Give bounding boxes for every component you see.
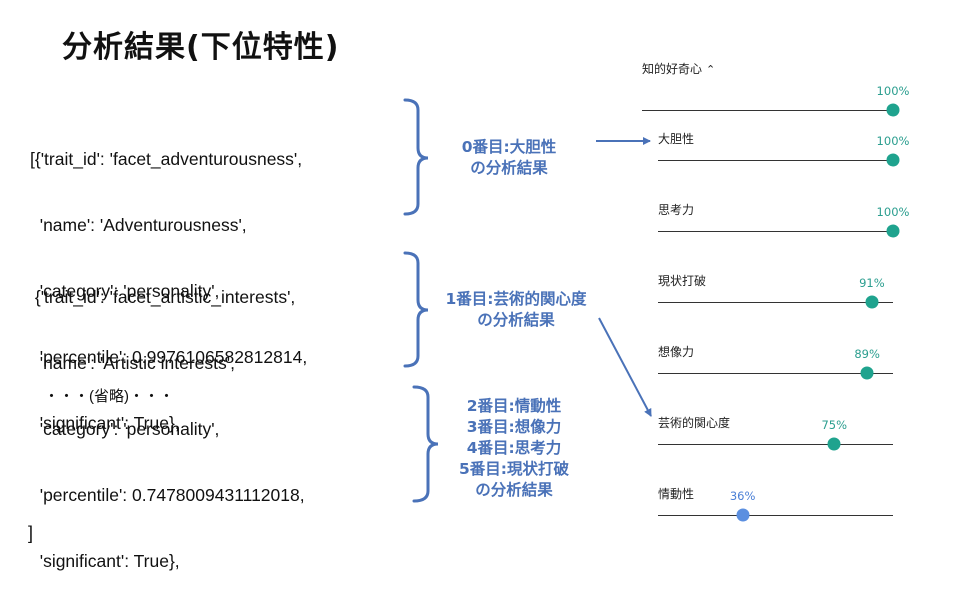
code-line: 'percentile': 0.9976106582812814, — [30, 347, 308, 367]
trait-track — [658, 444, 893, 445]
code-line: 'name': 'Adventurousness', — [30, 215, 247, 235]
annotation-line: 4番目:思考力 — [466, 439, 562, 457]
code-line: 'significant': True}, — [30, 413, 180, 433]
closing-bracket: ] — [28, 523, 34, 543]
brace-2 — [412, 385, 439, 503]
trait-percentile: 100% — [876, 134, 910, 148]
code-line: 'percentile': 0.7478009431112018, — [30, 485, 305, 505]
trait-percentile: 36% — [729, 489, 756, 503]
trait-percentile: 75% — [821, 418, 848, 432]
trait-track — [658, 231, 893, 232]
annotation-line: の分析結果 — [475, 481, 553, 499]
annotation-0: 0番目:大胆性 の分析結果 — [444, 137, 574, 179]
trait-marker — [827, 437, 841, 451]
code-line: {'trait_id': 'facet_artistic_interests', — [30, 287, 296, 307]
panel-header[interactable]: 知的好奇心⌃ — [642, 60, 715, 77]
chevron-up-icon[interactable]: ⌃ — [706, 63, 716, 76]
code-line: 'name': 'Artistic interests', — [30, 353, 235, 373]
annotation-overlay — [403, 98, 652, 503]
trait-track — [658, 373, 893, 374]
annotation-line: 5番目:現状打破 — [459, 460, 569, 478]
trait-percentile: 89% — [854, 347, 880, 361]
trait-percentile: 100% — [876, 84, 910, 98]
trait-label: 情動性 — [658, 487, 695, 501]
trait-track — [642, 110, 893, 111]
brace-1 — [403, 251, 429, 368]
page-title: 分析結果(下位特性) — [62, 30, 340, 65]
trait-track — [658, 160, 893, 161]
arrow-1 — [598, 317, 652, 417]
trait-marker — [865, 295, 879, 309]
trait-track — [658, 515, 893, 516]
omitted-text: ・・・(省略)・・・ — [44, 388, 174, 405]
code-line: [{'trait_id': 'facet_adventurousness', — [30, 149, 303, 169]
annotation-line: の分析結果 — [470, 159, 548, 177]
annotation-line: 3番目:想像力 — [466, 418, 562, 436]
trait-label: 大胆性 — [658, 132, 695, 146]
trait-percentile: 100% — [876, 205, 910, 219]
code-line: 'category': 'personality', — [30, 419, 220, 439]
panel-header-label: 知的好奇心 — [642, 62, 703, 76]
trait-label: 想像力 — [658, 345, 695, 359]
trait-percentile: 91% — [859, 276, 885, 290]
trait-marker — [886, 103, 900, 117]
trait-label: 現状打破 — [658, 274, 707, 288]
trait-marker — [860, 366, 874, 380]
code-line: 'category': 'personality', — [30, 281, 220, 301]
annotation-line: の分析結果 — [477, 311, 555, 329]
trait-label: 思考力 — [658, 203, 695, 217]
annotation-line: 2番目:情動性 — [466, 397, 562, 415]
trait-marker — [736, 508, 750, 522]
annotation-2: 2番目:情動性 3番目:想像力 4番目:思考力 5番目:現状打破 の分析結果 — [444, 396, 584, 501]
trait-marker — [886, 153, 900, 167]
annotation-line: 1番目:芸術的関心度 — [445, 290, 587, 308]
trait-marker — [886, 224, 900, 238]
trait-track — [658, 302, 893, 303]
trait-label: 芸術的関心度 — [658, 416, 731, 430]
annotation-line: 0番目:大胆性 — [461, 138, 557, 156]
brace-0 — [403, 98, 429, 216]
code-block-adventurousness: [{'trait_id': 'facet_adventurousness', '… — [30, 104, 307, 456]
annotation-1: 1番目:芸術的関心度 の分析結果 — [424, 289, 608, 331]
